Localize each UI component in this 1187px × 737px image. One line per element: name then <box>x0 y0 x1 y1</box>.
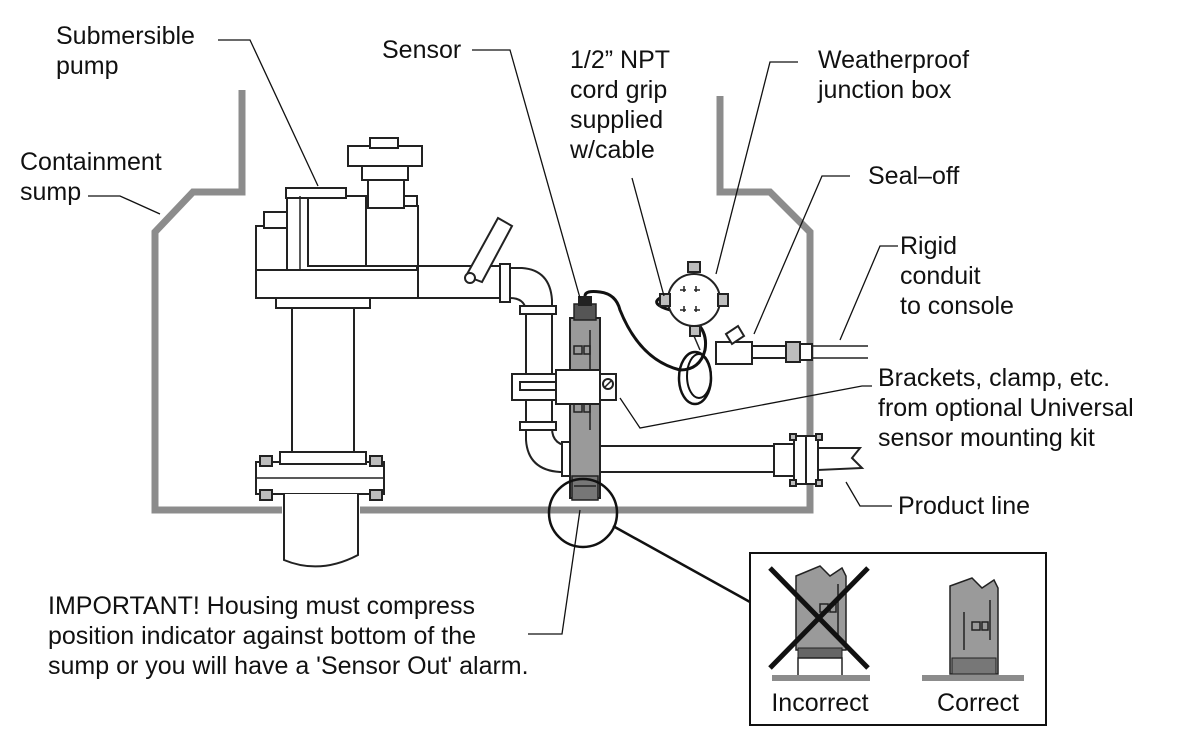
seal-off-label: Seal–off <box>868 162 959 190</box>
correct-sensor-figure <box>922 577 1024 681</box>
sensor-label: Sensor <box>382 36 461 64</box>
detail-callout <box>547 477 751 604</box>
submersible-pump-label: Submersible pump <box>56 22 202 80</box>
correct-label: Correct <box>937 689 1019 717</box>
product-line-label: Product line <box>898 492 1030 520</box>
junction-box-label: Weatherproof junction box <box>817 46 976 104</box>
rigid-conduit-label: Rigid conduit to console <box>900 232 1014 320</box>
junction-box <box>659 261 729 351</box>
cord-grip-label: 1/2” NPT cord grip supplied w/cable <box>569 46 677 164</box>
incorrect-label: Incorrect <box>771 689 868 717</box>
brackets-label: Brackets, clamp, etc. from optional Univ… <box>878 364 1141 452</box>
important-note: IMPORTANT! Housing must compress positio… <box>48 592 529 680</box>
labels: Submersible pump Containment sump Sensor… <box>20 22 1141 680</box>
submersible-pump <box>255 137 514 568</box>
containment-sump-label: Containment sump <box>20 148 169 206</box>
containment-sump-walls <box>151 90 814 514</box>
inset-panel: Incorrect Correct <box>749 552 1047 726</box>
rigid-conduit <box>799 343 868 361</box>
seal-off <box>715 324 801 365</box>
mounting-bracket <box>511 369 617 405</box>
incorrect-sensor-figure <box>768 565 870 681</box>
leader-lines <box>88 39 898 635</box>
